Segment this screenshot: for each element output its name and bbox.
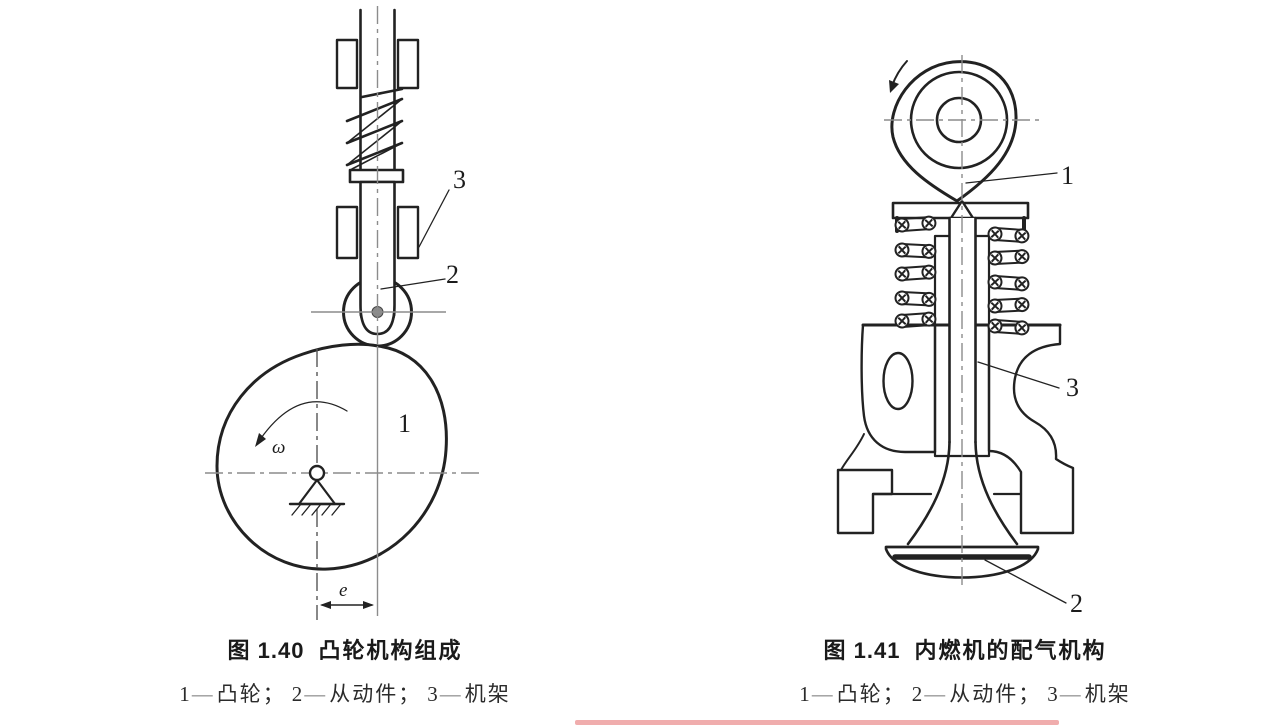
callouts-left-figure: 3 2 1: [380, 165, 466, 438]
legend-name: 凸轮: [836, 683, 883, 706]
legend-dash: —: [439, 683, 463, 706]
dim-arrow-right: [363, 601, 374, 609]
return-spring: [345, 87, 404, 170]
guide-block-bottom-right: [396, 205, 420, 260]
callout-follower: 2: [446, 260, 459, 289]
figure-1-40-legend: 1—凸轮；2—从动件；3—机架: [45, 678, 645, 708]
valve-fillet-right: [974, 440, 1019, 546]
port-wall-curve: [840, 433, 865, 471]
valve-fillet-left: [906, 440, 951, 546]
legend-dash: —: [304, 683, 328, 706]
legend-name: 从动件: [949, 683, 1019, 706]
centerlines-right-figure: [884, 55, 1042, 588]
dim-arrow-left: [320, 601, 331, 609]
figure-number: 图 1.40: [227, 638, 305, 663]
head-block-left: [860, 323, 937, 454]
legend-dash: —: [191, 683, 215, 706]
legend-name: 从动件: [329, 683, 399, 706]
figure-title: 凸轮机构组成: [318, 638, 463, 663]
legend-dash: —: [1059, 683, 1083, 706]
cam-profile: [215, 342, 448, 571]
callout-frame: 3: [453, 165, 466, 194]
leader-frame: [418, 189, 450, 248]
omega-label: ω: [272, 437, 285, 458]
red-underline-mark: [575, 720, 1059, 725]
centerlines-left-figure: [205, 6, 479, 620]
guide-block-top-right: [396, 38, 420, 90]
legend-number: 3: [1047, 682, 1058, 706]
legend-dash: —: [924, 683, 948, 706]
legend-number: 1: [179, 682, 190, 706]
figure-title: 内燃机的配气机构: [914, 638, 1107, 663]
leader-valve: [984, 559, 1067, 604]
legend-number: 2: [911, 682, 923, 706]
callout-cam: 1: [1061, 161, 1074, 190]
legend-number: 1: [799, 682, 810, 706]
pivot-circle: [308, 464, 326, 482]
frame-guide-blocks: [335, 38, 420, 260]
callout-valve: 2: [1070, 589, 1083, 618]
leader-frame: [977, 361, 1060, 389]
valve-spring-right: [987, 226, 1030, 336]
legend-name: 机架: [1084, 683, 1131, 706]
valve-spring-left: [894, 215, 937, 329]
callout-frame: 3: [1066, 373, 1079, 402]
callout-cam: 1: [398, 409, 411, 438]
cam-rotation-arrowhead: [889, 80, 899, 93]
valve-seat-block-left: [836, 468, 894, 535]
eccentricity-label: e: [339, 580, 347, 601]
callouts-right-figure: 1 3 2: [965, 161, 1083, 618]
spring-collar: [348, 168, 405, 184]
figure-1-40-caption: 图 1.40 凸轮机构组成: [45, 633, 645, 665]
pivot-support: [288, 464, 346, 516]
figure-1-41-legend: 1—凸轮；2—从动件；3—机架: [665, 678, 1265, 708]
figure-1-41-drawing: 1 3 2: [836, 55, 1083, 618]
eccentricity-dimension: [320, 601, 374, 609]
head-oil-passage: [882, 351, 914, 411]
head-block-right: [987, 323, 1075, 535]
ground-hatching: [291, 503, 342, 516]
figure-1-40-drawing: ω e 3 2 1: [205, 6, 479, 620]
leader-follower: [380, 278, 446, 290]
rotation-arrowhead: [255, 433, 266, 447]
guide-block-top-left: [335, 38, 359, 90]
legend-number: 3: [427, 682, 438, 706]
legend-name: 机架: [464, 683, 511, 706]
figure-1-41-caption: 图 1.41 内燃机的配气机构: [665, 633, 1265, 665]
rotation-arrow: [255, 401, 348, 447]
cam-rotation-arrow: [889, 60, 908, 93]
guide-block-bottom-left: [335, 205, 359, 260]
legend-separator: ；: [1018, 683, 1042, 706]
legend-separator: ；: [398, 683, 422, 706]
figure-number: 图 1.41: [823, 638, 901, 663]
legend-number: 2: [291, 682, 303, 706]
legend-separator: ；: [882, 683, 906, 706]
leader-cam: [965, 172, 1058, 184]
legend-name: 凸轮: [216, 683, 263, 706]
legend-dash: —: [811, 683, 835, 706]
figures-canvas: ω e 3 2 1: [205, 6, 1083, 620]
legend-separator: ；: [262, 683, 286, 706]
